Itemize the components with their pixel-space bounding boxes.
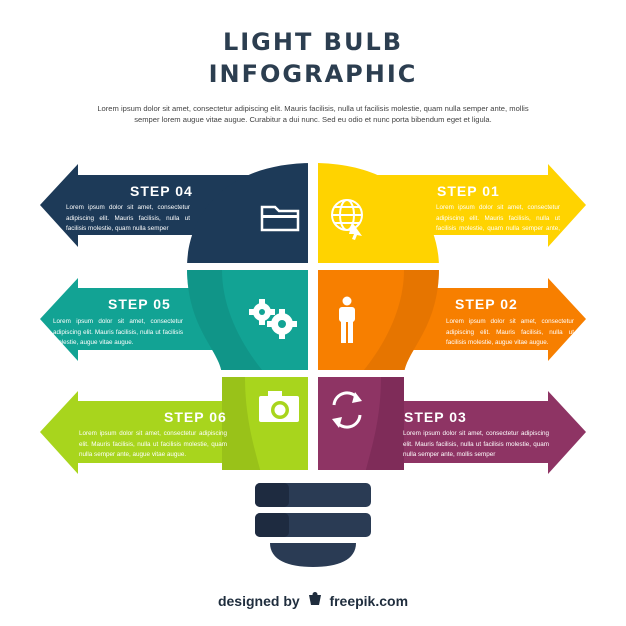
step-01-label: STEP 01 bbox=[437, 183, 500, 199]
freepik-logo-icon bbox=[308, 592, 321, 605]
credit-prefix: designed by bbox=[217, 593, 300, 609]
step-02-text: Lorem ipsum dolor sit amet, consectetur … bbox=[446, 318, 574, 346]
gears-icon bbox=[249, 299, 297, 339]
title-line-1: LIGHT BULB bbox=[222, 28, 404, 56]
step-06-text: Lorem ipsum dolor sit amet, consectetur … bbox=[79, 430, 227, 458]
camera-icon bbox=[259, 391, 299, 422]
step-05-label: STEP 05 bbox=[108, 296, 171, 312]
intro-text: Lorem ipsum dolor sit amet, consectetur … bbox=[97, 104, 529, 124]
globe-cursor-icon bbox=[331, 199, 363, 240]
step-03-text: Lorem ipsum dolor sit amet, consectetur … bbox=[403, 430, 549, 458]
step-04-text: Lorem ipsum dolor sit amet, consectetur … bbox=[66, 204, 190, 232]
credit-line[interactable]: designed by freepik.com bbox=[0, 592, 626, 609]
step-06-label: STEP 06 bbox=[164, 409, 227, 425]
refresh-icon bbox=[332, 391, 362, 429]
title-line-2: INFOGRAPHIC bbox=[208, 60, 418, 88]
step-02-label: STEP 02 bbox=[455, 296, 518, 312]
step-05-text: Lorem ipsum dolor sit amet, consectetur … bbox=[53, 318, 183, 346]
folder-icon bbox=[260, 205, 300, 232]
step-01-text: Lorem ipsum dolor sit amet, consectetur … bbox=[436, 204, 560, 243]
bulb-base bbox=[255, 483, 371, 567]
credit-brand: freepik.com bbox=[329, 593, 409, 609]
step-04-label: STEP 04 bbox=[130, 183, 193, 199]
step-03-label: STEP 03 bbox=[404, 409, 467, 425]
person-icon bbox=[339, 296, 355, 343]
